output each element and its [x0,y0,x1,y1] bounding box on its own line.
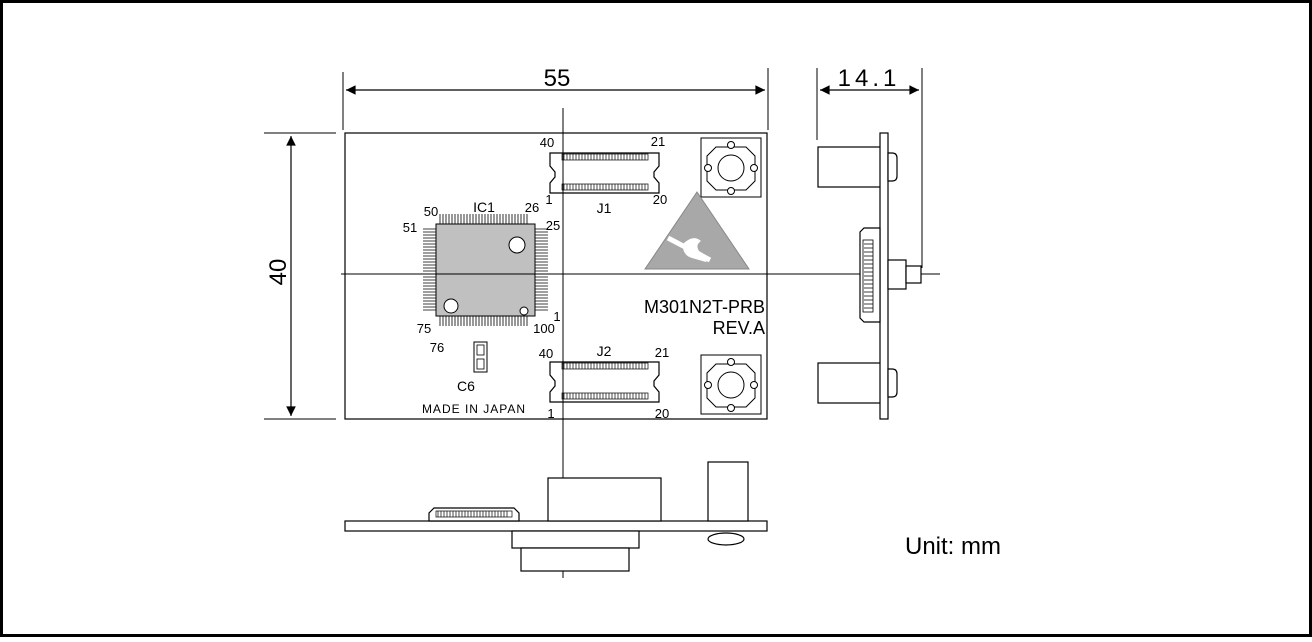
j1-pin-21: 21 [651,134,665,149]
ic1-pin-75: 75 [417,321,431,336]
j2-pin-40: 40 [539,346,553,361]
height-label: 40 [265,259,292,286]
esd-warning-icon [644,191,750,270]
j1-connector [549,152,660,194]
ic1-chip [423,214,548,326]
j2-connector [549,361,660,403]
j2-pin-21: 21 [655,345,669,360]
ic1-pin-26: 26 [525,200,539,215]
ic1-pin-76: 76 [430,340,444,355]
j2-pin-1: 1 [547,406,554,421]
j1-pin-20: 20 [653,192,667,207]
thickness-dimension: 14.1 [816,65,923,268]
ic1-pin-100: 100 [533,321,555,336]
board-revision-label: REV.A [713,318,765,338]
c6-label: C6 [457,378,475,394]
j2-pin-20: 20 [655,406,669,421]
ic1-pin-50: 50 [424,204,438,219]
height-dimension: 40 [264,132,336,420]
c6-capacitor [473,341,488,373]
ic1-label: IC1 [473,199,495,215]
thickness-label: 14.1 [838,65,901,92]
made-in-label: MADE IN JAPAN [422,402,526,416]
switch-top [700,137,762,198]
width-label: 55 [544,65,571,92]
j1-label: J1 [597,200,612,216]
switch-bottom [700,354,762,415]
ic1-pin-25: 25 [546,218,560,233]
ic1-pin-1: 1 [553,309,560,324]
unit-note: Unit: mm [905,533,1001,560]
board-bottom-view [344,461,768,572]
width-dimension: 55 [342,65,769,130]
j1-pin-1: 1 [545,192,552,207]
j1-pin-40: 40 [540,135,554,150]
board-side-view [817,132,922,420]
j2-label: J2 [597,343,612,359]
ic1-pin-51: 51 [403,220,417,235]
board-name-label: M301N2T-PRB [644,297,765,317]
board-top-view: IC1 50 26 51 25 1 75 100 76 C6 MADE IN J… [344,132,768,421]
